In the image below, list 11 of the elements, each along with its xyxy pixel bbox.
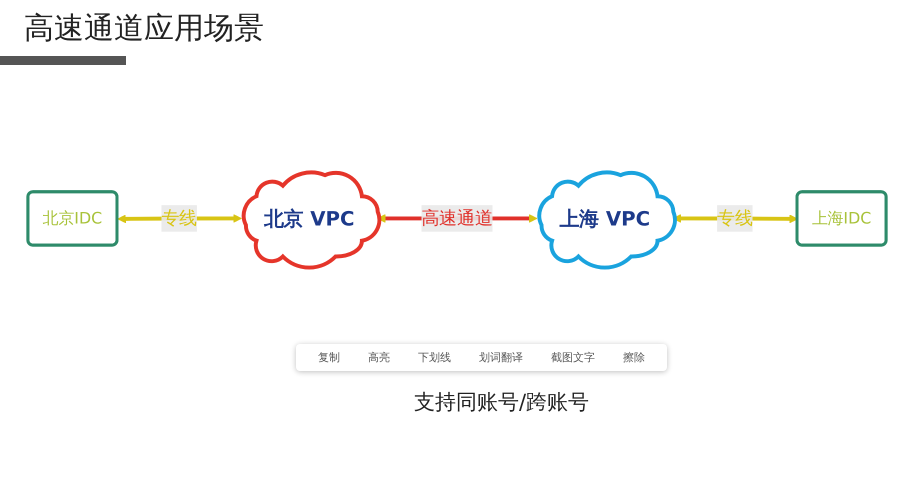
title: 高速通道应用场景 <box>24 10 264 48</box>
edge-label: 专线 <box>717 208 753 229</box>
toolbar-item: 高亮 <box>367 350 391 365</box>
toolbar-item: 下划线 <box>417 350 452 365</box>
edge-label: 高速通道 <box>421 208 493 229</box>
toolbar-item: 擦除 <box>622 350 646 365</box>
toolbar-item: 划词翻译 <box>478 350 524 365</box>
note-text: 支持同账号/跨账号 <box>414 389 590 416</box>
toolbar-item: 截图文字 <box>550 350 596 365</box>
toolbar-item: 复制 <box>317 350 341 365</box>
edge-label: 专线 <box>161 208 197 229</box>
